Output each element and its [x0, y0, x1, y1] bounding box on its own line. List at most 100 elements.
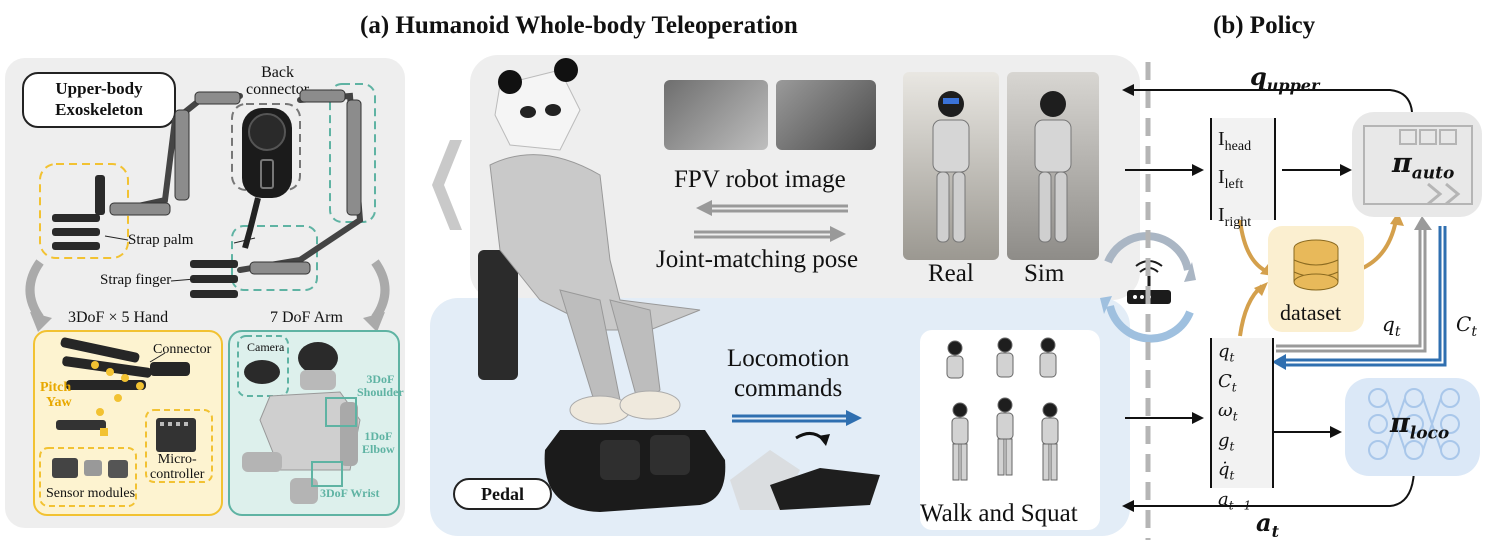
fpv-image-2 [776, 80, 876, 150]
pi-loco-base: π [1390, 408, 1410, 439]
elbow-label: 1DoF Elbow [362, 430, 395, 456]
pi-auto-base: π [1392, 148, 1412, 179]
ct-sub: t [1471, 324, 1477, 340]
s3-sub: t [1229, 439, 1235, 454]
locomotion-line2: commands [733, 375, 843, 402]
q-upper-label: qupper [1250, 62, 1319, 95]
s4-base: q̇ [1218, 459, 1230, 481]
input-qdot-t: q̇t [1218, 458, 1251, 488]
s1-sub: t [1231, 380, 1237, 395]
micro-line1: Micro- [157, 452, 197, 467]
input-i-right: Iright [1218, 200, 1251, 238]
qt-sub: t [1394, 324, 1401, 340]
state-inputs-box [1210, 338, 1274, 488]
exoskeleton-title-badge: Upper-body Exoskeleton [22, 72, 176, 128]
a-t-sub: t [1271, 521, 1279, 541]
input-a-prev: at−1 [1218, 488, 1251, 518]
s2-base: ω [1218, 400, 1233, 422]
a-t-base: a [1256, 508, 1272, 537]
camera-label: Camera [247, 340, 285, 354]
walk-and-squat-label: Walk and Squat [920, 500, 1078, 527]
i-left-base: I [1218, 166, 1225, 188]
s5-sub: t−1 [1228, 498, 1252, 513]
s2-sub: t [1232, 409, 1238, 424]
exo-title-line2: Exoskeleton [55, 100, 143, 119]
pi-loco-label: πloco [1390, 408, 1449, 443]
connector-label: Connector [153, 342, 212, 357]
pi-auto-sub: auto [1411, 163, 1455, 184]
sensor-modules-label: Sensor modules [46, 486, 136, 501]
i-right-sub: right [1224, 215, 1252, 230]
a-t-label: at [1256, 508, 1279, 541]
real-robot-photo [903, 72, 999, 260]
microcontroller-label: Micro- controller [150, 452, 204, 482]
exo-title-line1: Upper-body [55, 79, 143, 98]
input-gt: gt [1218, 429, 1251, 459]
shoulder-label: 3DoF Shoulder [357, 373, 404, 399]
back-connector-line1: Back [261, 64, 294, 81]
state-inputs-list: qt Ct ωt gt q̇t at−1 [1218, 340, 1251, 518]
input-qt: qt [1218, 340, 1251, 370]
elbow-line1: 1DoF [364, 429, 393, 443]
pitch-label: Pitch [40, 380, 72, 395]
input-ct: Ct [1218, 370, 1251, 400]
s5-base: a [1218, 488, 1229, 510]
sim-robot-photo [1007, 72, 1099, 260]
s0-base: q [1218, 341, 1230, 362]
q-upper-sub: upper [1266, 75, 1320, 95]
elbow-line2: Elbow [362, 442, 395, 456]
image-inputs-box [1210, 118, 1276, 220]
qt-label: qt [1382, 312, 1400, 340]
strap-finger-label: Strap finger [100, 272, 172, 288]
sim-label: Sim [1024, 260, 1065, 287]
dataset-label: dataset [1280, 300, 1342, 325]
ct-label: Ct [1456, 312, 1477, 340]
title-teleoperation: (a) Humanoid Whole-body Teleoperation [360, 12, 798, 39]
locomotion-commands-label: Locomotion commands [727, 344, 849, 404]
shoulder-line1: 3DoF [366, 372, 395, 386]
fpv-robot-image-label: FPV robot image [674, 166, 846, 193]
ct-base: C [1456, 312, 1472, 336]
arm-section-title: 7 DoF Arm [270, 309, 343, 326]
q-upper-base: q [1250, 62, 1267, 91]
image-inputs-list: Ihead Ileft Iright [1218, 124, 1251, 238]
pi-auto-label: πauto [1392, 148, 1454, 183]
wrist-label: 3DoF Wrist [320, 486, 380, 500]
locomotion-line1: Locomotion [727, 345, 850, 372]
hand-section-title: 3DoF × 5 Hand [68, 309, 169, 326]
s0-sub: t [1229, 350, 1235, 365]
i-head-sub: head [1224, 139, 1252, 154]
real-label: Real [928, 260, 974, 287]
qt-base: q [1382, 312, 1395, 336]
input-i-head: Ihead [1218, 124, 1251, 162]
back-connector-label: Back connector [246, 64, 309, 98]
i-right-base: I [1218, 204, 1225, 226]
i-head-base: I [1218, 128, 1225, 150]
joint-matching-pose-label: Joint-matching pose [656, 246, 859, 273]
strap-palm-label: Strap palm [128, 232, 194, 248]
i-left-sub: left [1224, 177, 1244, 192]
title-policy: (b) Policy [1213, 12, 1316, 39]
micro-line2: controller [150, 467, 205, 482]
fpv-image-1 [664, 80, 768, 150]
back-connector-line2: connector [246, 81, 310, 98]
yaw-label: Yaw [46, 395, 72, 410]
input-omega-t: ωt [1218, 399, 1251, 429]
s3-base: g [1218, 429, 1230, 451]
pi-loco-sub: loco [1409, 423, 1450, 444]
input-i-left: Ileft [1218, 162, 1251, 200]
